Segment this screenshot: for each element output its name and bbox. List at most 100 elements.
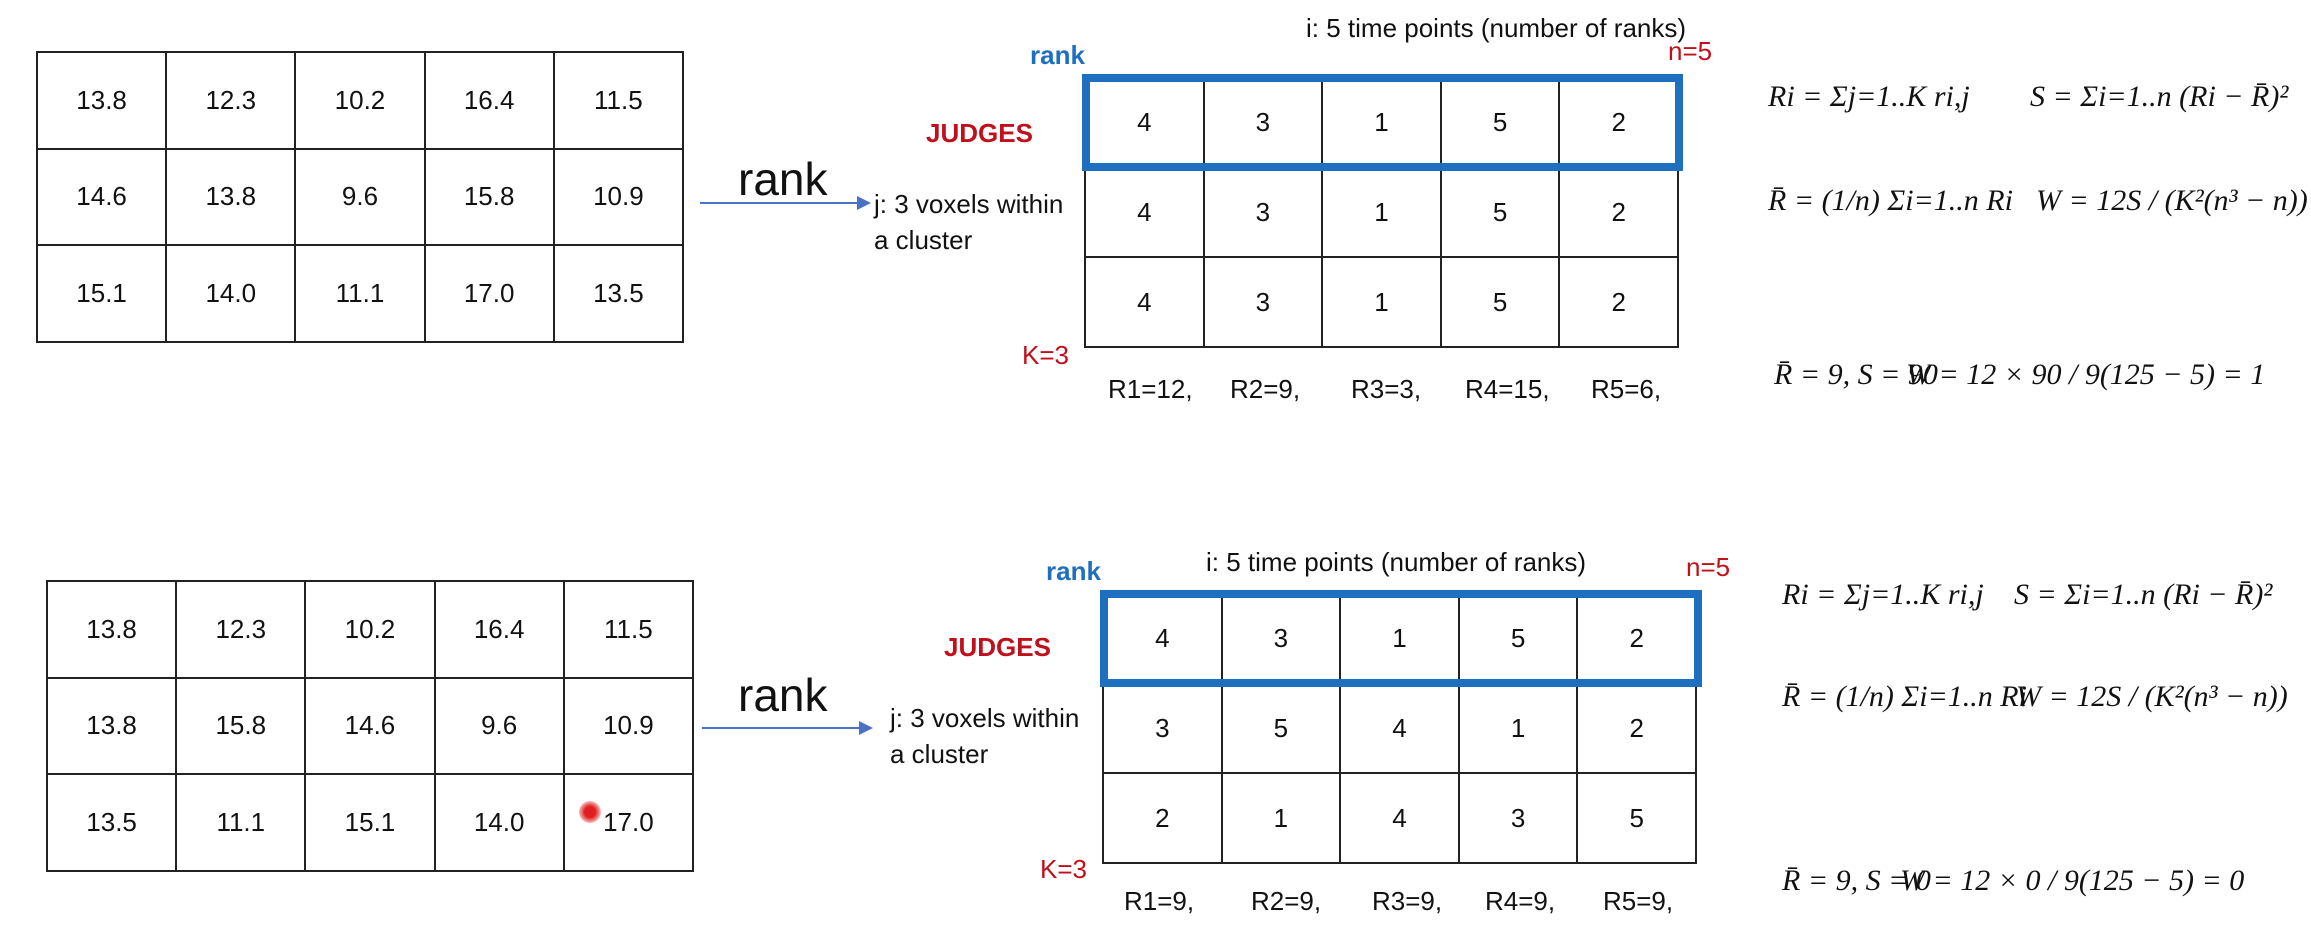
raw-value-cell: 16.4: [433, 580, 565, 679]
bottom-rank-arrow-label: rank: [738, 669, 828, 721]
rank-value-cell: 3: [1102, 682, 1223, 774]
raw-value-cell: 13.8: [45, 580, 178, 679]
raw-value-cell: 13.8: [165, 147, 297, 247]
raw-value-cell: 14.0: [165, 244, 297, 343]
bottom-result-w: W = 12 × 0 / 9(125 − 5) = 0: [1900, 864, 2245, 897]
raw-value-cell: 10.9: [552, 147, 685, 247]
rank-value-cell: 3: [1202, 256, 1324, 348]
top-result-rs: R̄ = 9, S = 90: [1774, 358, 1938, 391]
bottom-rank-sum: R2=9,: [1251, 886, 1322, 916]
raw-value-cell: 13.8: [45, 676, 178, 776]
rank-value-cell: 5: [1439, 166, 1561, 258]
raw-value-cell: 11.1: [175, 773, 307, 872]
top-highlight-box: [1082, 74, 1683, 171]
top-k-label: K=3: [1022, 340, 1069, 370]
top-formula-rbar: R̄ = (1/n) Σi=1..n Ri: [1768, 184, 2013, 217]
rank-value-cell: 1: [1321, 166, 1442, 258]
bottom-formula-w: W = 12S / (K²(n³ − n)): [2016, 680, 2288, 713]
bottom-rank-sum: R3=9,: [1372, 886, 1443, 916]
rank-value-cell: 1: [1339, 592, 1460, 684]
top-voxels-label-2: a cluster: [874, 225, 973, 255]
top-rank-label: rank: [1030, 40, 1085, 70]
bottom-result-rs: R̄ = 9, S = 0: [1782, 864, 1931, 897]
top-rank-sum: R4=15,: [1465, 374, 1550, 404]
bottom-highlight-box: [1100, 590, 1702, 687]
raw-value-cell: 10.2: [304, 580, 436, 679]
top-n-label: n=5: [1668, 36, 1713, 66]
rank-value-cell: 1: [1220, 772, 1342, 864]
raw-value-cell: 11.1: [294, 244, 426, 343]
rank-value-cell: 2: [1576, 682, 1697, 774]
raw-value-cell: 14.6: [304, 676, 436, 776]
rank-value-cell: 1: [1457, 682, 1579, 774]
rank-value-cell: 4: [1339, 772, 1460, 864]
rank-value-cell: 4: [1339, 682, 1460, 774]
top-rank-arrow: [700, 202, 860, 204]
rank-value-cell: 5: [1576, 772, 1697, 864]
bottom-formula-ri: Ri = Σj=1..K ri,j: [1782, 578, 1984, 611]
raw-value-cell: 15.1: [35, 244, 168, 343]
bottom-rank-arrow-head: [859, 721, 873, 735]
top-time-points-label: i: 5 time points (number of ranks): [1306, 13, 1687, 43]
bottom-rank-sum: R4=9,: [1485, 886, 1556, 916]
raw-value-cell: 17.0: [423, 244, 555, 343]
rank-value-cell: 1: [1321, 256, 1442, 348]
raw-value-cell: 15.1: [304, 773, 436, 872]
raw-value-cell: 9.6: [433, 676, 565, 776]
rank-value-cell: 3: [1202, 166, 1324, 258]
rank-value-cell: 5: [1220, 682, 1342, 774]
top-rank-sum: R5=6,: [1591, 374, 1662, 404]
bottom-n-label: n=5: [1686, 552, 1731, 582]
raw-value-cell: 16.4: [423, 51, 555, 150]
raw-value-cell: 9.6: [294, 147, 426, 247]
top-rank-sum: R1=12,: [1108, 374, 1193, 404]
bottom-k-label: K=3: [1040, 854, 1087, 884]
raw-value-cell: 11.5: [552, 51, 685, 150]
bottom-formula-s: S = Σi=1..n (Ri − R̄)²: [2014, 578, 2273, 611]
raw-value-cell: 12.3: [165, 51, 297, 150]
raw-value-cell: 17.0: [562, 773, 695, 872]
raw-value-cell: 15.8: [423, 147, 555, 247]
rank-value-cell: 3: [1220, 592, 1342, 684]
raw-value-cell: 14.0: [433, 773, 565, 872]
top-judges-label: JUDGES: [926, 118, 1033, 148]
raw-value-cell: 15.8: [175, 676, 307, 776]
raw-value-cell: 10.2: [294, 51, 426, 150]
raw-value-cell: 13.8: [35, 51, 168, 150]
bottom-rank-sum: R1=9,: [1124, 886, 1195, 916]
rank-value-cell: 2: [1558, 256, 1679, 348]
rank-value-cell: 4: [1084, 76, 1205, 168]
rank-value-cell: 3: [1457, 772, 1579, 864]
rank-value-cell: 5: [1439, 256, 1561, 348]
raw-value-cell: 13.5: [552, 244, 685, 343]
top-rank-sum: R3=3,: [1351, 374, 1422, 404]
top-result-w: W = 12 × 90 / 9(125 − 5) = 1: [1906, 358, 2266, 391]
top-formula-s: S = Σi=1..n (Ri − R̄)²: [2030, 80, 2289, 113]
top-rank-sum: R2=9,: [1230, 374, 1301, 404]
bottom-judges-label: JUDGES: [944, 632, 1051, 662]
raw-value-cell: 11.5: [562, 580, 695, 679]
top-formula-w: W = 12S / (K²(n³ − n)): [2036, 184, 2308, 217]
bottom-voxels-label-2: a cluster: [890, 739, 989, 769]
bottom-time-points-label: i: 5 time points (number of ranks): [1206, 547, 1587, 577]
bottom-formula-rbar: R̄ = (1/n) Σi=1..n Ri: [1782, 680, 2027, 713]
raw-value-cell: 14.6: [35, 147, 168, 247]
raw-value-cell: 12.3: [175, 580, 307, 679]
rank-value-cell: 4: [1084, 166, 1205, 258]
raw-value-cell: 13.5: [45, 773, 178, 872]
